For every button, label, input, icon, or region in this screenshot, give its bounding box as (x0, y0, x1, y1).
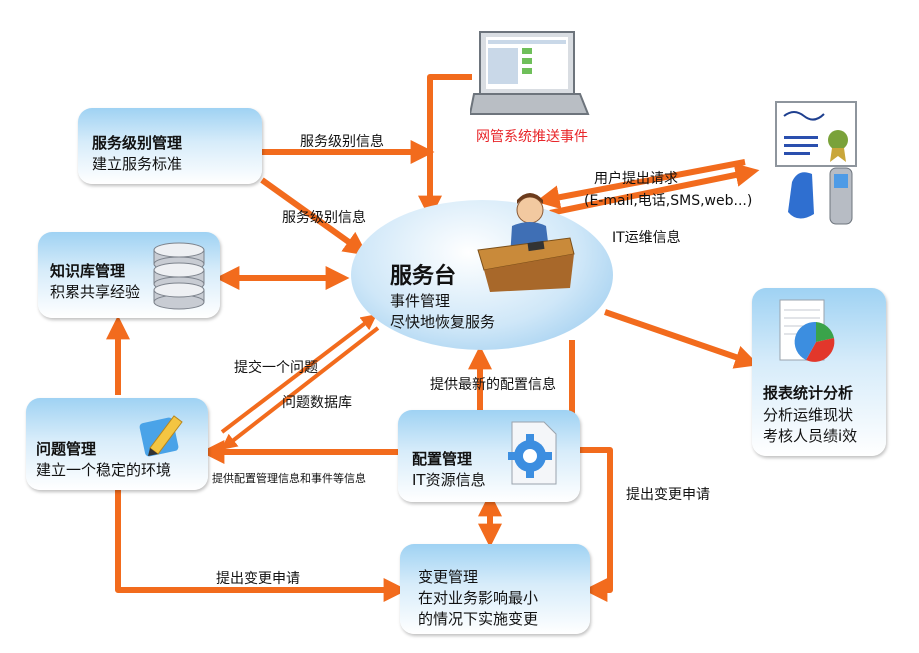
submit-problem-label: 提交一个问题 (234, 360, 318, 376)
gear-document-icon (508, 421, 557, 485)
arrow-sla-to-desk (260, 177, 368, 256)
config-title: 配置管理 (412, 450, 473, 468)
change-line2: 的情况下实施变更 (418, 610, 539, 628)
config-subtitle: IT资源信息 (412, 471, 486, 489)
database-icon (153, 242, 205, 310)
config-event-info-label: 提供配置管理信息和事件等信息 (212, 472, 366, 485)
latest-config-label: 提供最新的配置信息 (430, 377, 556, 393)
service-desk-line2: 尽快地恢复服务 (390, 313, 496, 331)
service-desk-title: 服务台 (390, 264, 457, 289)
problem-db-label: 问题数据库 (282, 395, 352, 411)
report-line1: 分析运维现状 (763, 406, 854, 424)
certificate-icon (775, 101, 857, 167)
change-request-right-label: 提出变更申请 (626, 487, 710, 503)
problem-subtitle: 建立一个稳定的环境 (36, 461, 172, 479)
report-line2: 考核人员绩i效 (763, 427, 858, 445)
service-agent-icon (477, 193, 575, 292)
user-channels-label: (E-mail,电话,SMS,web...) (584, 193, 753, 209)
problem-title: 问题管理 (36, 440, 97, 458)
user-request-label: 用户提出请求 (594, 171, 678, 187)
arrow-nms-to-desk (418, 74, 472, 220)
change-request-bottom-label: 提出变更申请 (216, 571, 300, 587)
arrow-desk-to-user (549, 163, 760, 216)
pie-chart-icon (779, 299, 835, 362)
phone-icon (788, 167, 853, 225)
service-level-title: 服务级别管理 (92, 134, 183, 152)
arrow-desk-to-report (604, 309, 760, 369)
nms-event-label: 网管系统推送事件 (476, 129, 588, 145)
arrow-problem-to-desk (220, 314, 378, 434)
report-title: 报表统计分析 (763, 384, 854, 402)
service-level-box[interactable] (78, 108, 262, 184)
pencil-icon (139, 415, 183, 457)
laptop-icon (470, 31, 590, 115)
arrow-user-to-desk (535, 159, 746, 210)
arrow-problem-to-change (115, 490, 408, 602)
sla-info-label-1: 服务级别信息 (300, 134, 384, 150)
change-box[interactable] (400, 544, 590, 634)
arrow-desk-to-problem (220, 326, 380, 450)
sla-info-label-2: 服务级别信息 (282, 210, 366, 226)
service-desk-line1: 事件管理 (390, 292, 451, 310)
change-line1: 在对业务影响最小 (418, 589, 539, 607)
knowledge-title: 知识库管理 (50, 262, 126, 280)
service-level-subtitle: 建立服务标准 (92, 155, 183, 173)
knowledge-subtitle: 积累共享经验 (50, 283, 141, 301)
it-ops-info-label: IT运维信息 (612, 230, 681, 246)
change-title: 变更管理 (418, 568, 479, 586)
